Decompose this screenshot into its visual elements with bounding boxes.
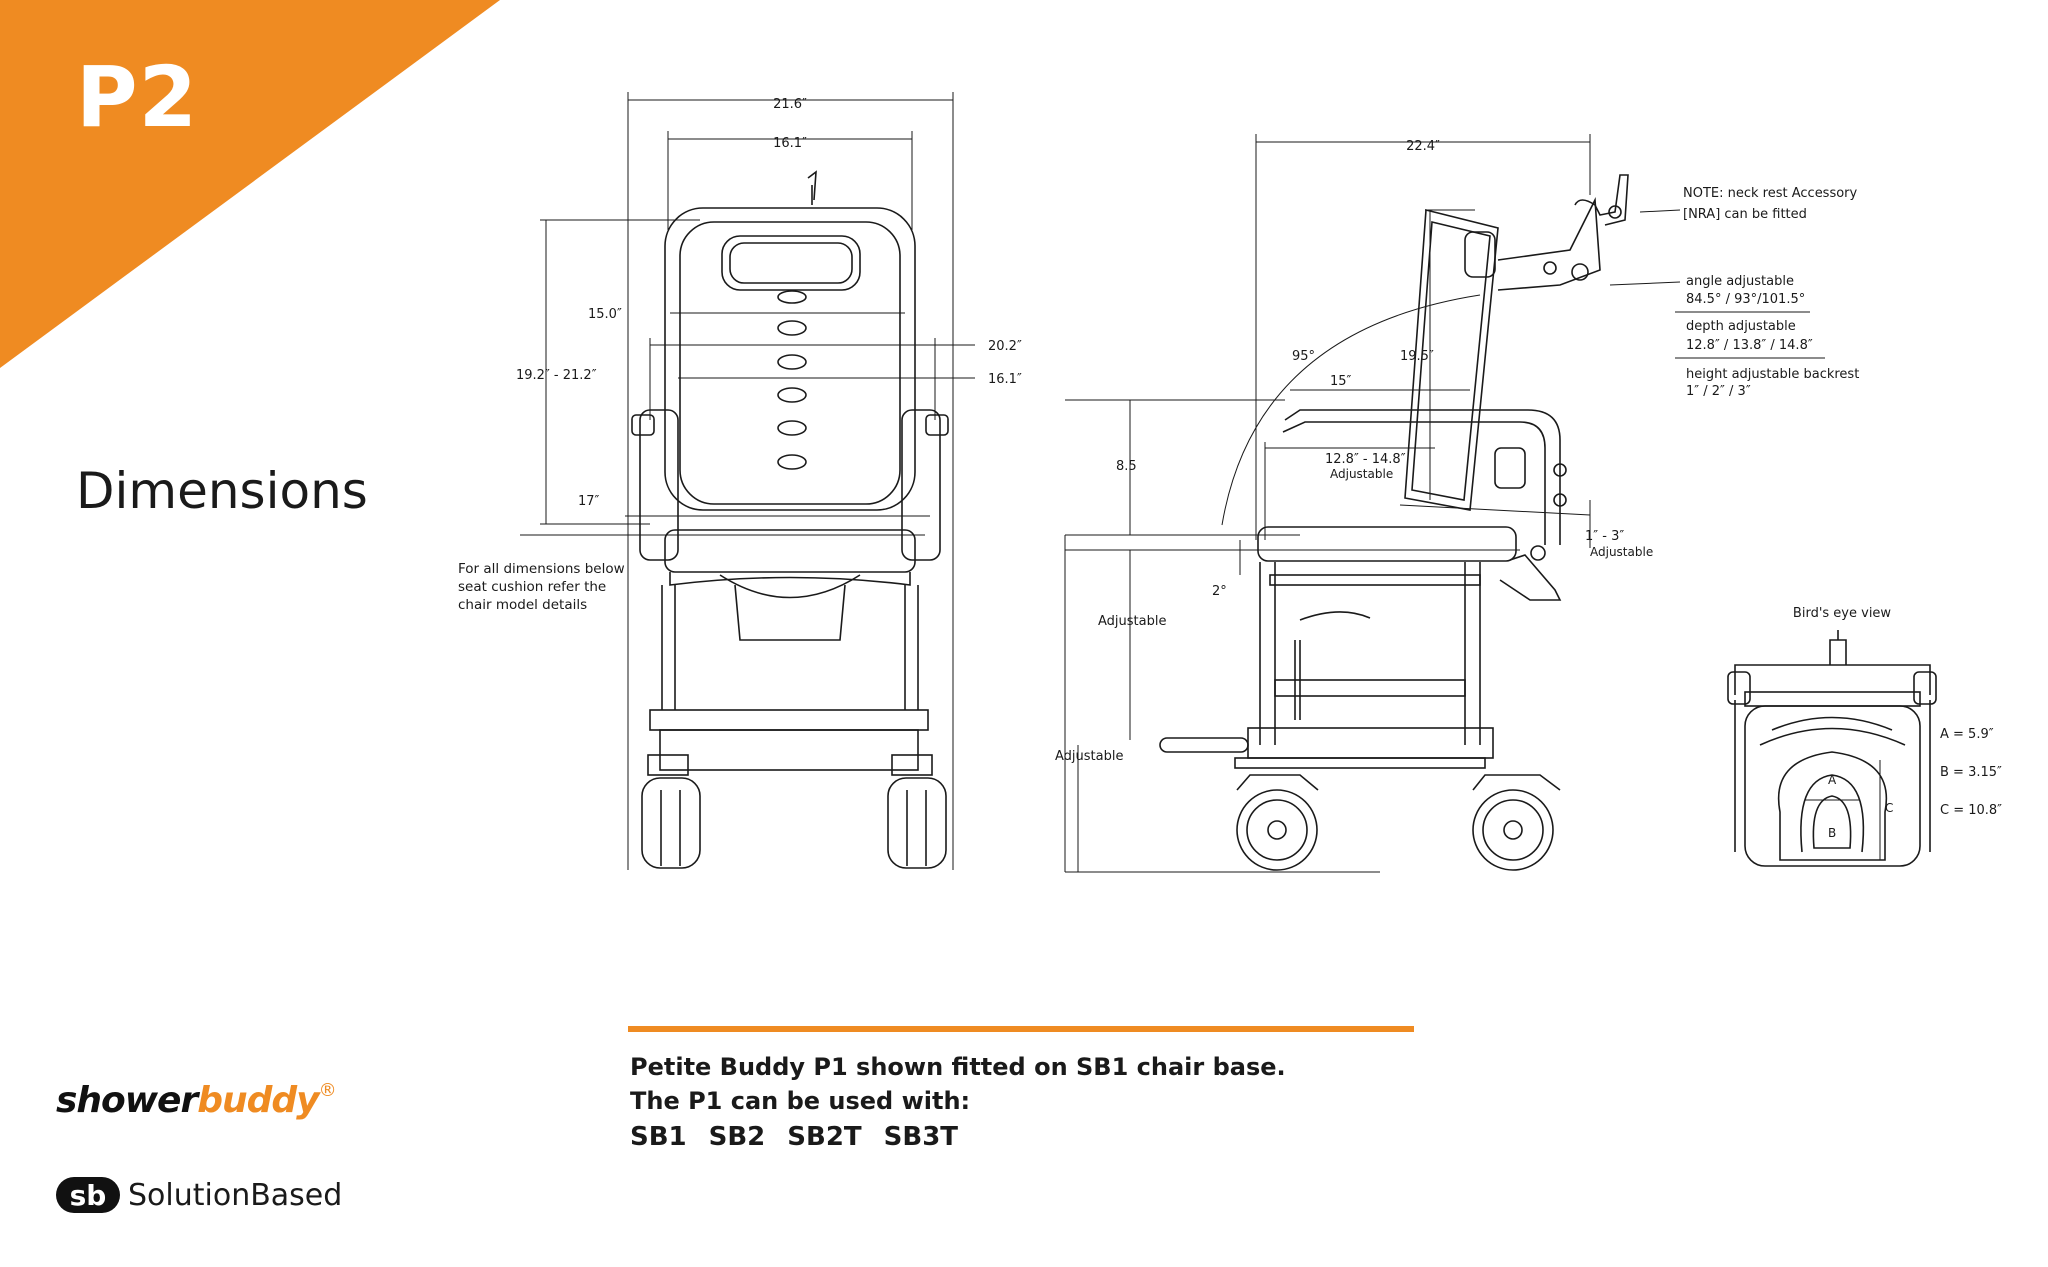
dim-a: A = 5.9″: [1940, 727, 1994, 742]
depth-adjust-label: depth adjustable: [1686, 319, 1796, 334]
caption: Petite Buddy P1 shown fitted on SB1 chai…: [630, 1050, 1286, 1118]
dim-footrest-note: Adjustable: [1055, 749, 1123, 764]
neck-rest-note-1: NOTE: neck rest Accessory: [1683, 186, 1858, 201]
birds-eye-label-a: A: [1828, 773, 1837, 787]
dim-seat-offset-note: Adjustable: [1590, 545, 1653, 559]
dim-backrest-width: 15.0″: [588, 307, 622, 322]
birds-eye-label-b: B: [1828, 826, 1836, 840]
birds-eye-label-c: C: [1885, 801, 1893, 815]
page-title: Dimensions: [76, 462, 368, 520]
dim-armrest-outer: 20.2″: [988, 339, 1022, 354]
showerbuddy-logo: showerbuddy®: [56, 1080, 337, 1121]
dim-b: B = 3.15″: [1940, 765, 2002, 780]
dim-inner-width: 16.1″: [773, 136, 807, 151]
dim-tilt: 2°: [1212, 584, 1227, 599]
angle-adjust-values: 84.5° / 93°/101.5°: [1686, 292, 1805, 307]
front-view: 21.6″ 16.1″ 15.0″ 20.2″ 16.1″ 19.2″ - 21…: [516, 92, 1022, 870]
model-sb3t: SB3T: [883, 1122, 959, 1152]
dim-arm-length: 15″: [1330, 374, 1352, 389]
dim-seat-width: 17″: [578, 494, 600, 509]
dim-overall-depth: 22.4″: [1406, 139, 1440, 154]
model-sb2t: SB2T: [787, 1122, 862, 1152]
dim-c: C = 10.8″: [1940, 803, 2002, 818]
height-adjust-label: height adjustable backrest: [1686, 367, 1859, 382]
dim-arm-height: 8.5: [1116, 459, 1137, 474]
compatible-models: SB1 SB2 SB2T SB3T: [630, 1122, 958, 1152]
birds-eye-view: Bird's eye view A B C A = 5.9″ B = 3.15″…: [1727, 606, 2002, 867]
below-seat-note: For all dimensions below seat cushion re…: [458, 561, 625, 613]
page-code: P2: [76, 48, 199, 146]
dim-back-height-side: 19.5″: [1400, 349, 1434, 364]
dim-angle: 95°: [1292, 349, 1315, 364]
neck-rest-note-2: [NRA] can be fitted: [1683, 207, 1807, 222]
dim-seat-depth: 12.8″ - 14.8″: [1325, 452, 1406, 467]
corner-banner: [0, 0, 500, 368]
sb-mark-icon: sb: [56, 1177, 120, 1213]
dim-seat-offset: 1″ - 3″: [1585, 529, 1624, 544]
feature-annotations: NOTE: neck rest Accessory [NRA] can be f…: [1609, 186, 1859, 399]
caption-line-2: The P1 can be used with:: [630, 1087, 971, 1115]
model-sb1: SB1: [630, 1122, 687, 1152]
angle-adjust-label: angle adjustable: [1686, 274, 1794, 289]
solutionbased-logo: sb SolutionBased: [56, 1170, 342, 1220]
height-adjust-values: 1″ / 2″ / 3″: [1686, 384, 1751, 399]
dim-seat-height-note: Adjustable: [1098, 614, 1166, 629]
solutionbased-name: SolutionBased: [128, 1177, 343, 1213]
dim-back-height: 19.2″ - 21.2″: [516, 368, 597, 383]
dim-overall-width: 21.6″: [773, 97, 807, 112]
depth-adjust-values: 12.8″ / 13.8″ / 14.8″: [1686, 338, 1813, 353]
dim-seat-depth-note: Adjustable: [1330, 467, 1393, 481]
side-view: 22.4″ 95° 19.5″ 15″ 12.8″ - 14.8″ Adjust…: [1055, 134, 1653, 873]
caption-divider: [628, 1026, 1414, 1032]
dim-armrest-inner: 16.1″: [988, 372, 1022, 387]
birds-eye-title: Bird's eye view: [1793, 606, 1892, 621]
model-sb2: SB2: [708, 1122, 766, 1152]
caption-line-1: Petite Buddy P1 shown fitted on SB1 chai…: [630, 1053, 1286, 1081]
